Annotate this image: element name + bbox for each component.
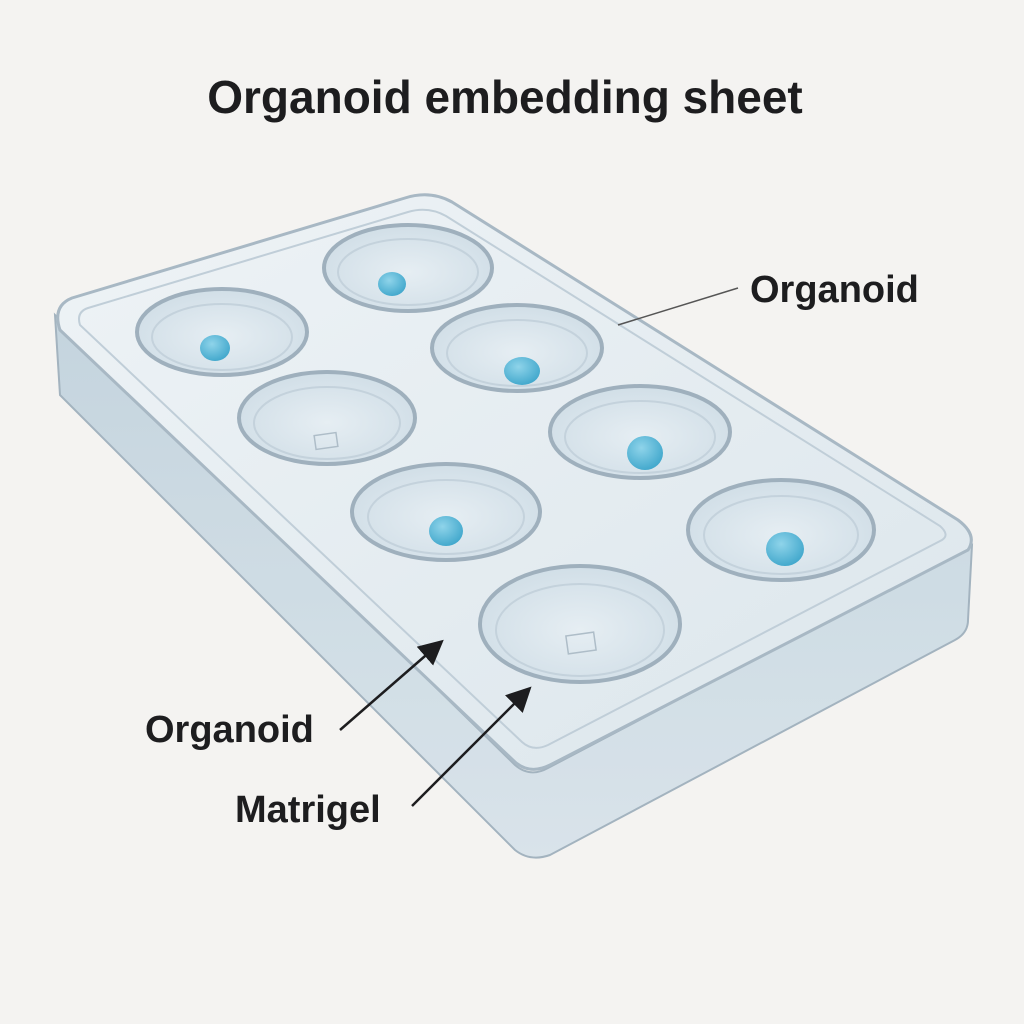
well-5: [548, 384, 732, 480]
well-1: [322, 223, 494, 313]
matrigel-arrow: [411, 686, 532, 807]
organoid-5: [627, 436, 663, 470]
organoid-bottom-label: Organoid: [145, 709, 314, 751]
well-8: [478, 564, 682, 684]
organoid-1: [378, 272, 406, 296]
well-4: [237, 370, 417, 466]
diagram-title: Organoid embedding sheet: [207, 71, 803, 123]
organoid-top-leader-line: [617, 287, 739, 326]
empty-well-marker: [313, 431, 339, 451]
organoid-bottom-arrow: [339, 639, 444, 731]
well-3: [430, 303, 604, 393]
plate-rim: [78, 208, 947, 749]
organoid-2: [200, 335, 230, 361]
organoid-top-label: Organoid: [750, 269, 919, 311]
organoid-7: [766, 532, 804, 566]
organoid-3: [504, 357, 540, 385]
plate-side: [53, 312, 974, 859]
well-7: [686, 478, 876, 582]
matrigel-label: Matrigel: [235, 789, 381, 831]
well-6: [350, 462, 542, 562]
well-2: [135, 287, 309, 377]
empty-well-marker: [565, 631, 597, 655]
organoid-6: [429, 516, 463, 546]
